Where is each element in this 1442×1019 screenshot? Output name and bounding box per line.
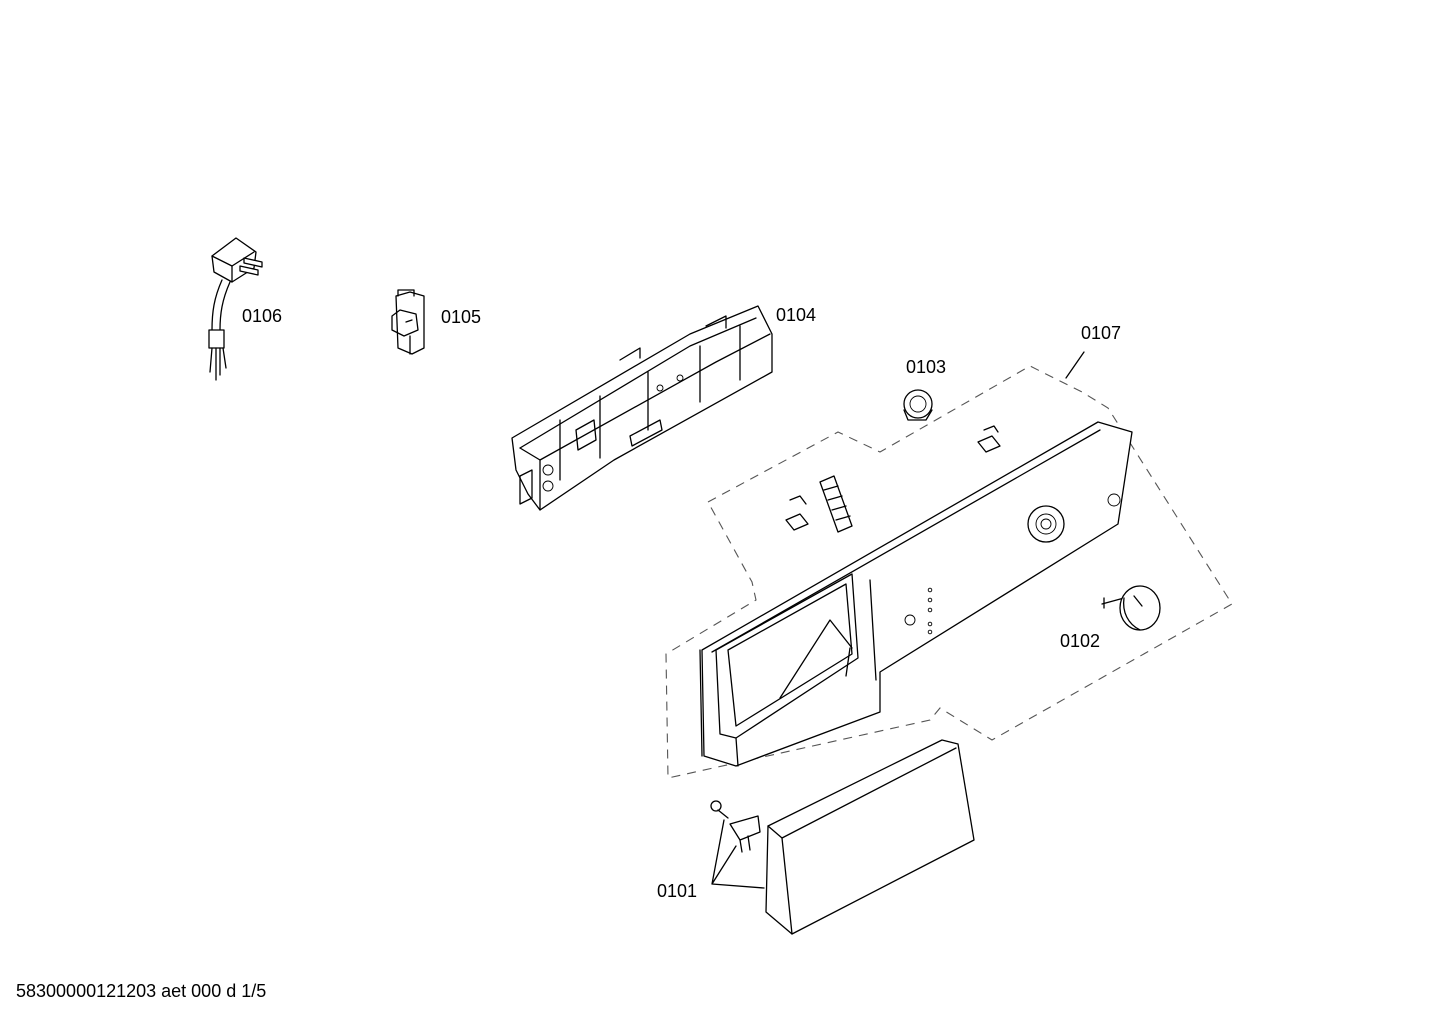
drawing-reference-footer: 58300000121203 aet 000 d 1/5 — [16, 981, 267, 1001]
label-0106: 0106 — [242, 306, 283, 326]
assembly-outline-0107 — [665, 351, 1233, 779]
control-panel-fascia — [699, 421, 1133, 767]
mains-cable-with-plug — [208, 237, 263, 381]
label-0105: 0105 — [441, 307, 482, 327]
button-pushers — [785, 425, 1001, 533]
drawer-handle-parts — [710, 739, 975, 935]
knob-insert — [903, 389, 933, 421]
label-0102: 0102 — [1060, 631, 1101, 651]
module-housing — [511, 305, 773, 511]
label-0107: 0107 — [1081, 323, 1122, 343]
program-knob — [1101, 585, 1161, 631]
cable-clip — [391, 289, 425, 355]
label-0103: 0103 — [906, 357, 947, 377]
label-0101: 0101 — [657, 881, 698, 901]
label-0104: 0104 — [776, 305, 817, 325]
